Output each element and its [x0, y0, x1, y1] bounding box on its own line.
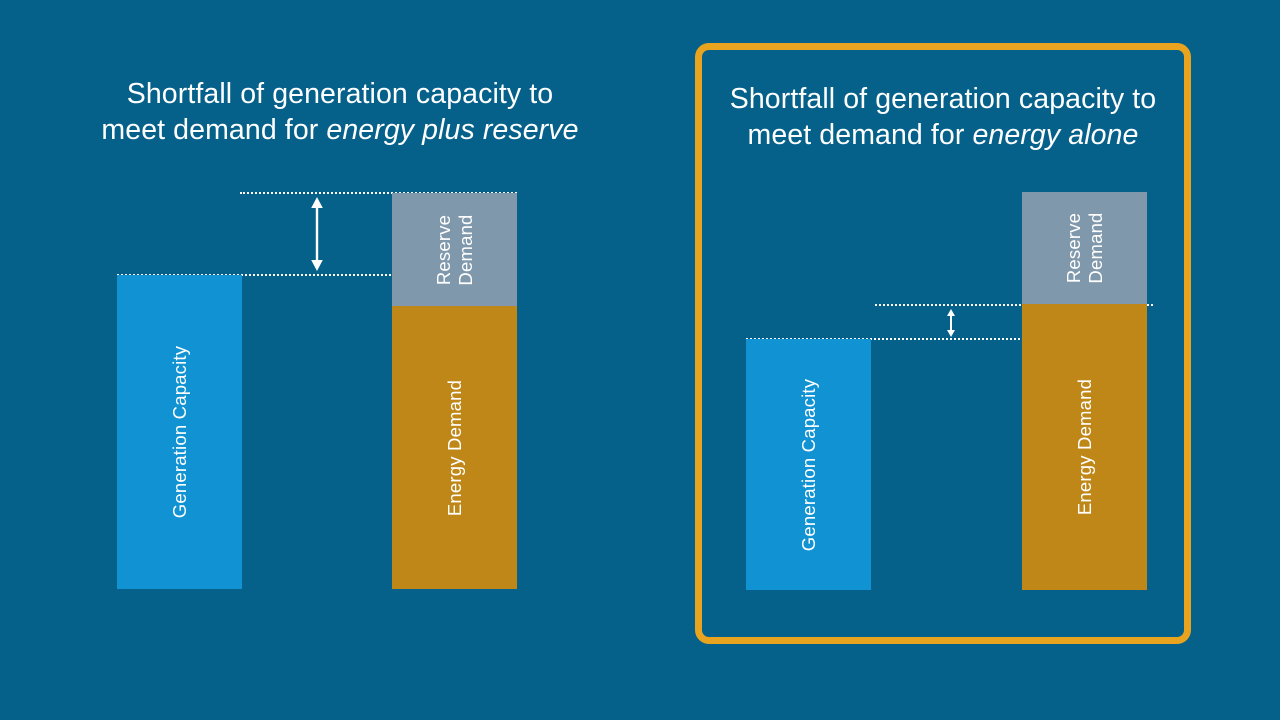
bar-energy-demand-left: Energy Demand — [392, 306, 517, 589]
panel-title-left-line2-plain: meet demand for — [101, 114, 327, 146]
panel-title-right-line1: Shortfall of generation capacity to — [729, 83, 1157, 115]
shortfall-arrow-left — [308, 196, 326, 272]
bar-label-reserve-demand-left-line2: Demand — [454, 213, 476, 286]
bar-generation-capacity-left: Generation Capacity — [117, 275, 242, 589]
bar-label-reserve-demand-left-line1: Reserve — [432, 214, 454, 285]
bar-label-reserve-demand-right-line1: Reserve — [1062, 212, 1084, 284]
panel-title-left: Shortfall of generation capacity to meet… — [68, 76, 612, 148]
capacity-top-guide-line-left — [117, 274, 395, 276]
bar-label-energy-demand-right: Energy Demand — [1073, 378, 1095, 516]
bar-label-generation-capacity-left: Generation Capacity — [168, 345, 190, 519]
shortfall-arrow-right — [944, 308, 958, 338]
panel-title-right-line2: meet demand for energy alone — [702, 117, 1184, 153]
panel-title-right-line2-plain: meet demand for — [747, 119, 973, 151]
panel-title-right-emphasis: energy alone — [972, 119, 1139, 151]
panel-energy-alone: Shortfall of generation capacity to meet… — [695, 43, 1191, 644]
bar-energy-demand-right: Energy Demand — [1022, 304, 1147, 590]
panel-title-left-line2: meet demand for energy plus reserve — [68, 112, 612, 148]
panel-energy-plus-reserve: Shortfall of generation capacity to meet… — [40, 43, 640, 643]
bar-label-energy-demand-left: Energy Demand — [443, 379, 465, 516]
bar-label-generation-capacity-right: Generation Capacity — [797, 378, 819, 551]
panel-title-left-line1: Shortfall of generation capacity to — [126, 78, 554, 110]
bar-generation-capacity-right: Generation Capacity — [746, 339, 871, 590]
capacity-top-guide-line-right — [746, 338, 1024, 340]
bar-label-reserve-demand-right-line2: Demand — [1084, 212, 1106, 284]
panel-title-right: Shortfall of generation capacity to meet… — [702, 81, 1184, 153]
panel-title-left-emphasis: energy plus reserve — [326, 114, 579, 146]
demand-top-guide-line-left — [240, 192, 517, 194]
energy-demand-top-guide-line-right — [875, 304, 1153, 306]
